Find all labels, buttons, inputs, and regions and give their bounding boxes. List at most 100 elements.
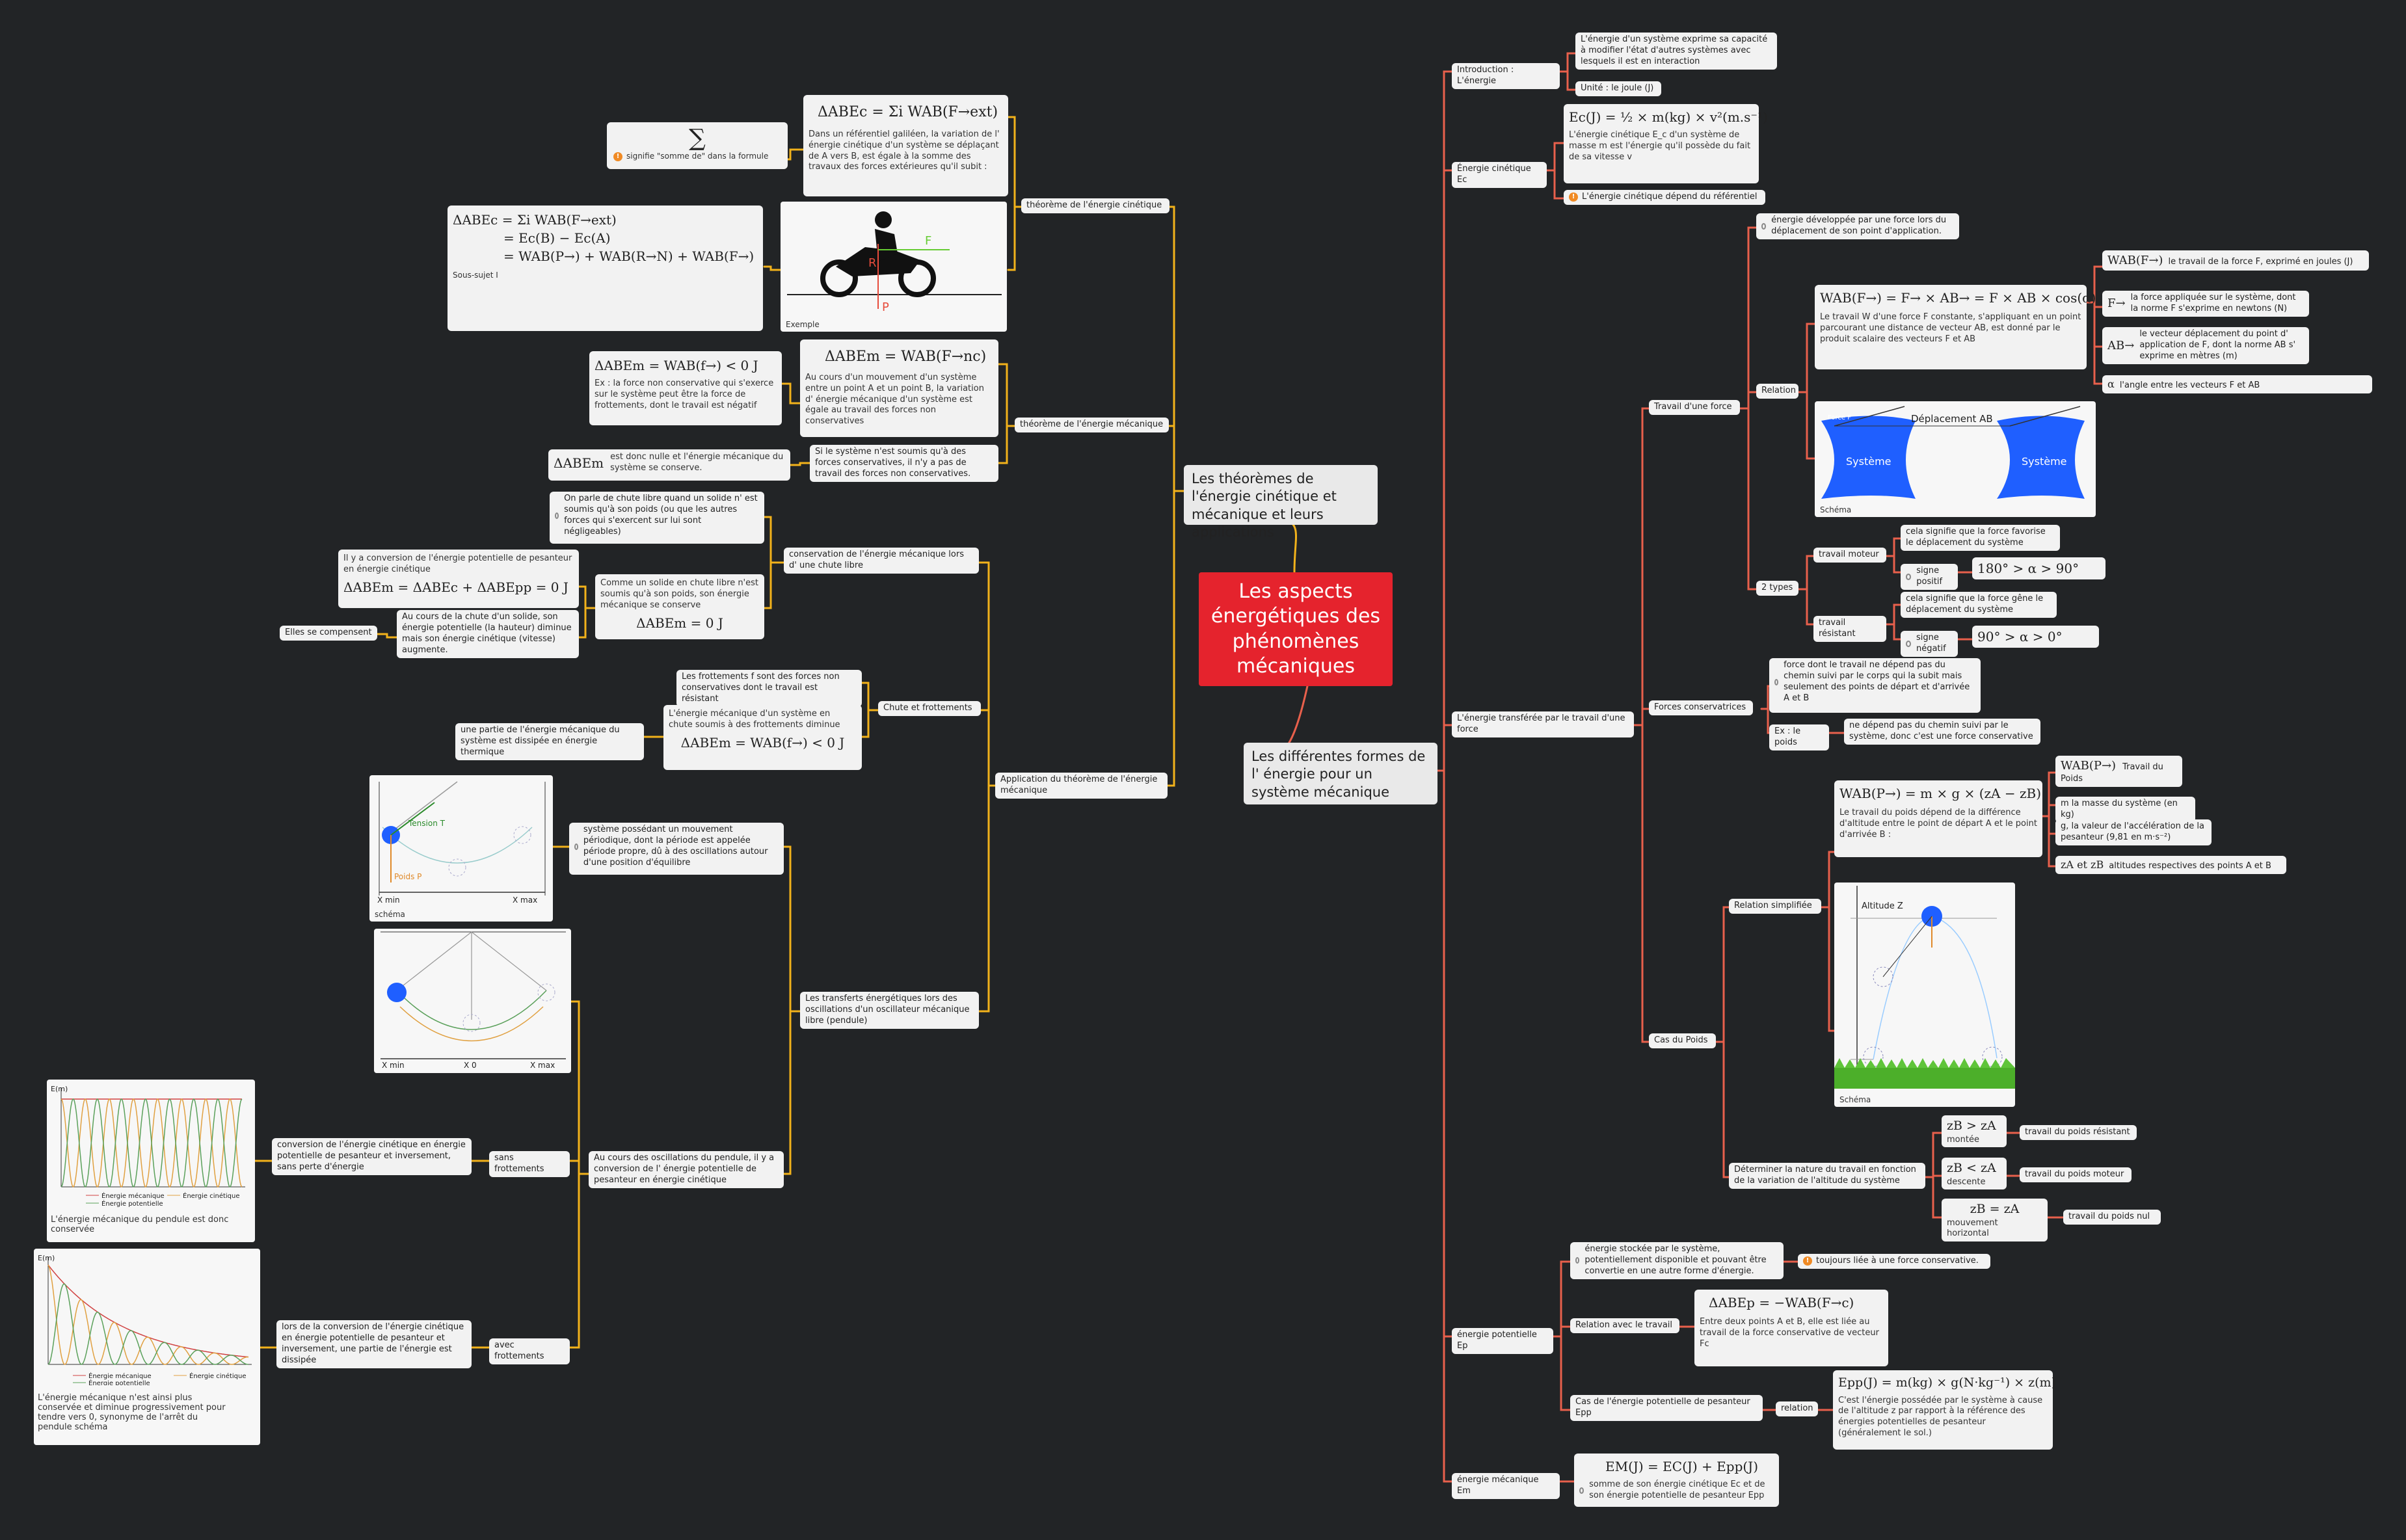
travail-schema[interactable]: Déplacement AB Force F Système Système S… [1815, 401, 2096, 517]
travail-moteur-node[interactable]: travail moteur [1813, 548, 1886, 563]
horizontal-result[interactable]: travail du poids nul [2063, 1210, 2161, 1225]
travail-moteur-text[interactable]: cela signifie que la force favorise le d… [1901, 525, 2060, 551]
travail-resistant-node[interactable]: travail résistant [1813, 616, 1886, 642]
energie-cinetique-node[interactable]: Énergie cinétique Ec [1452, 162, 1547, 188]
rel-detail-2[interactable]: F→la force appliquée sur le système, don… [2102, 291, 2309, 317]
descente-result[interactable]: travail du poids moteur [2020, 1167, 2132, 1182]
epp-relation-node[interactable]: relation [1776, 1401, 1818, 1416]
sous-sujet-derivation[interactable]: ΔABEc = Σi WAB(F→ext) = Ec(B) − Ec(A) = … [448, 206, 763, 331]
signe-positif-formula[interactable]: 180° > α > 90° [1972, 557, 2105, 579]
schema2-caption: Schéma [1839, 1095, 1871, 1104]
epp-formula: Epp(J) = m(kg) × g(N·kg⁻¹) × z(m) [1838, 1375, 2056, 1390]
signe-negatif-node[interactable]: signe négatif [1901, 631, 1958, 657]
oscillateur-node[interactable]: Les transferts énergétiques lors des osc… [800, 992, 979, 1029]
signe-negatif-formula[interactable]: 90° > α > 0° [1972, 626, 2099, 648]
intro-unit[interactable]: Unité : le joule (J) [1575, 81, 1661, 96]
em-formula: EM(J) = EC(J) + Epp(J) [1605, 1459, 1758, 1474]
sum-note[interactable]: ∑ !signifie "somme de" dans la formule [607, 122, 788, 169]
oscillateur-definition[interactable]: système possédant un mouvement périodiqu… [569, 823, 784, 875]
chute-frot-text-2[interactable]: L'énergie mécanique d'un système en chut… [663, 705, 862, 770]
pendulum-schema-1[interactable]: Tension T Poids P X min X max schéma [369, 775, 553, 922]
ep-conservative-note[interactable]: !toujours liée à une force conservative. [1798, 1254, 1990, 1269]
deux-types-node[interactable]: 2 types [1756, 581, 1798, 596]
introduction-node[interactable]: Introduction : L'énergie [1452, 63, 1560, 89]
em-definition[interactable]: EM(J) = EC(J) + Epp(J) somme de son éner… [1574, 1454, 1779, 1507]
ec-definition[interactable]: Ec(J) = ½ × m(kg) × v²(m.s⁻¹) L'énergie … [1564, 104, 1768, 183]
energy-conversion-note[interactable]: Il y a conversion de l'énergie potentiel… [338, 550, 579, 608]
ep-relation-node[interactable]: Relation avec le travail [1570, 1318, 1679, 1333]
avec-frottements-text[interactable]: lors de la conversion de l'énergie cinét… [276, 1320, 472, 1368]
rs-detail-2[interactable]: m la masse du système (en kg) [2055, 797, 2195, 823]
chute-libre-node[interactable]: conservation de l'énergie mécanique lors… [784, 548, 979, 574]
ec-referentiel-note[interactable]: !L'énergie cinétique dépend du référenti… [1564, 190, 1765, 205]
travail-resistant-text[interactable]: cela signifie que la force gêne le dépla… [1901, 592, 2057, 618]
energie-mecanique-node[interactable]: énergie mécanique Em [1452, 1473, 1560, 1499]
poids-example-text[interactable]: ne dépend pas du chemin suivi par le sys… [1844, 719, 2040, 745]
rs-detail-1[interactable]: WAB(P→)Travail du Poids [2055, 756, 2182, 788]
relation-simplifiee-node[interactable]: Relation simplifiée [1729, 899, 1821, 914]
signe-positif-node[interactable]: signe positif [1901, 564, 1958, 590]
ep-definition[interactable]: énergie stockée par le système, potentie… [1570, 1242, 1784, 1279]
ep-def-text: énergie stockée par le système, potentie… [1584, 1244, 1767, 1276]
montee-node[interactable]: zB > zA montée [1942, 1115, 2007, 1148]
ep-relation-def[interactable]: ΔABEp = −WAB(F→c) Entre deux points A et… [1694, 1290, 1888, 1366]
forces-conservatrices-node[interactable]: Forces conservatrices [1649, 700, 1753, 715]
avec-frottements-node[interactable]: avec frottements [489, 1338, 570, 1364]
info-icon [1906, 640, 1911, 647]
epp-definition[interactable]: Epp(J) = m(kg) × g(N·kg⁻¹) × z(m) C'est … [1833, 1370, 2056, 1450]
moto-example-image[interactable]: F R P Exemple [781, 202, 1007, 332]
root-topic[interactable]: Les aspects énergétiques des phénomènes … [1199, 572, 1393, 686]
pendulum-schema-2[interactable]: X min X 0 X max [374, 929, 571, 1073]
chute-libre-conservation[interactable]: Comme un solide en chute libre n'est sou… [595, 574, 764, 639]
travail-force-node[interactable]: Travail d'une force [1649, 400, 1740, 415]
application-node[interactable]: Application du théorème de l'énergie méc… [995, 773, 1168, 799]
theoreme-cinetique-node[interactable]: théorème de l'énergie cinétique [1021, 198, 1170, 213]
oscillation-conversion[interactable]: Au cours des oscillations du pendule, il… [589, 1151, 784, 1188]
chute-frottements-node[interactable]: Chute et frottements [878, 701, 981, 716]
compensation-label[interactable]: Elles se compensent [280, 626, 377, 641]
th-meca-definition[interactable]: ΔABEm = WAB(F→nc) Au cours d'un mouvemen… [800, 339, 998, 437]
poids-example-node[interactable]: Ex : le poids [1769, 724, 1829, 750]
descente-node[interactable]: zB < zA descente [1942, 1158, 2007, 1190]
cas-poids-node[interactable]: Cas du Poids [1649, 1033, 1716, 1048]
th-cin-definition[interactable]: ΔABEc = Σi WAB(F→ext) Dans un référentie… [803, 95, 1008, 196]
chute-frot-text-1[interactable]: Les frottements f sont des forces non co… [676, 670, 862, 707]
sans-frottements-node[interactable]: sans frottements [489, 1151, 570, 1177]
travail-node[interactable]: L'énergie transférée par le travail d'un… [1452, 711, 1634, 737]
sans-frottements-text[interactable]: conversion de l'énergie cinétique en éne… [272, 1138, 472, 1175]
branch-theoremes[interactable]: Les théorèmes de l'énergie cinétique et … [1184, 465, 1378, 540]
branch-formes[interactable]: Les différentes formes de l' énergie pou… [1244, 743, 1437, 804]
theoreme-mecanique-node[interactable]: théorème de l'énergie mécanique [1015, 418, 1169, 432]
montee-result[interactable]: travail du poids résistant [2020, 1125, 2137, 1140]
rel-detail-1[interactable]: WAB(F→)le travail de la force F, exprimé… [2102, 250, 2369, 271]
rel-detail-3[interactable]: AB→le vecteur déplacement du point d' ap… [2102, 327, 2309, 364]
warning-icon: ! [1803, 1256, 1812, 1266]
determiner-nature-node[interactable]: Déterminer la nature du travail en fonct… [1729, 1163, 1925, 1189]
energy-graph-conserved[interactable]: E(m) Énergie mécanique Énergie potentiel… [47, 1080, 255, 1242]
relation-node[interactable]: Relation [1756, 384, 1798, 399]
forces-conservatives-note[interactable]: Si le système n'est soumis qu'à des forc… [810, 445, 998, 482]
intro-definition[interactable]: L'énergie d'un système exprime sa capaci… [1575, 33, 1777, 70]
energie-potentielle-node[interactable]: énergie potentielle Ep [1452, 1328, 1553, 1354]
chute-libre-definition[interactable]: On parle de chute libre quand un solide … [550, 492, 764, 544]
frottement-example[interactable]: ΔABEm = WAB(f→) < 0 J Ex : la force non … [589, 351, 782, 425]
chute-poids-schema[interactable]: Altitude Z Schéma [1834, 883, 2015, 1107]
relation-simplifiee-def[interactable]: WAB(P→) = m × g × (zA − zB) Le travail d… [1834, 780, 2042, 857]
graph2-ylabel: E(m) [38, 1254, 55, 1262]
horizontal-node[interactable]: zB = zA mouvement horizontal [1942, 1199, 2048, 1242]
compensation-text[interactable]: Au cours de la chute d'un solide, son én… [397, 610, 579, 658]
energy-graph-damped[interactable]: E(m) Énergie mécanique Énergie potentiel… [34, 1249, 260, 1445]
frot-text: Ex : la force non conservative qui s'exe… [595, 378, 774, 410]
xmin-label: X min [377, 896, 400, 905]
rs-detail-3[interactable]: g, la valeur de l'accélération de la pes… [2055, 819, 2212, 845]
energie-dissipee-note[interactable]: une partie de l'énergie mécanique du sys… [455, 723, 644, 760]
forces-cons-definition[interactable]: force dont le travail ne dépend pas du c… [1769, 658, 1981, 713]
travail-force-definition[interactable]: énergie développée par une force lors du… [1756, 213, 1959, 239]
relation-definition[interactable]: WAB(F→) = F→ × AB→ = F × AB × cos(α) Le … [1815, 285, 2096, 369]
legend2-meca: Énergie mécanique [88, 1372, 152, 1380]
epp-node[interactable]: Cas de l'énergie potentielle de pesanteu… [1570, 1395, 1763, 1421]
